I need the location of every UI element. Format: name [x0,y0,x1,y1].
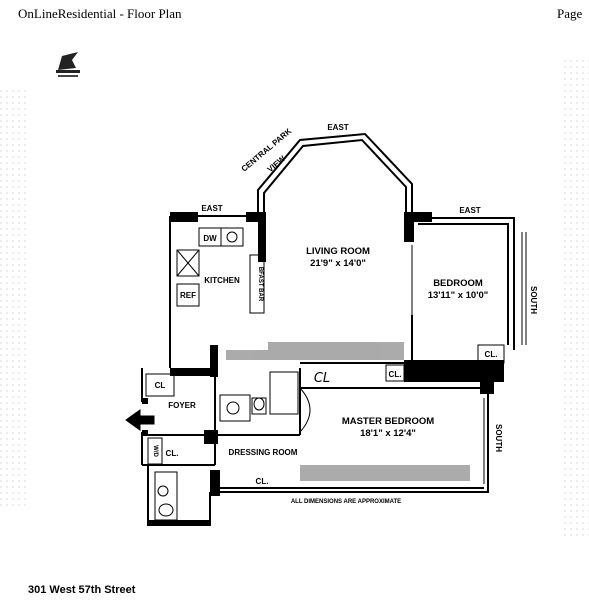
wd-closet-label: CL. [166,449,179,458]
washer-dryer-label: W/D [152,445,158,457]
kitchen-name: KITCHEN [204,276,240,285]
breakfast-bar-label: BFAST BAR [257,267,263,302]
page-title: OnLineResidential - Floor Plan [18,6,182,21]
bedroom-south-label: SOUTH [529,286,538,314]
foyer-closet-label: CL [155,381,166,390]
page-label: Page [557,6,583,21]
master-bedroom-name: MASTER BEDROOM [342,416,434,427]
bedroom-east-label: EAST [459,206,480,215]
dressing-room-name: DRESSING ROOM [229,448,298,457]
master-south-label: SOUTH [494,424,503,452]
view-label-2: VIEW [266,154,288,174]
dressing-closet-label: CL. [256,477,269,486]
approximate-note: ALL DIMENSIONS ARE APPROXIMATE [291,499,401,505]
foyer-name: FOYER [168,401,196,410]
kitchen-east-label: EAST [201,204,222,213]
bedroom-dims: 13'11" x 10'0" [428,290,489,301]
entry-arrow-icon [125,409,155,431]
bedroom-closet-label: CL. [485,350,498,359]
hall-closet-handwritten: CL [314,371,330,386]
hall-closet-label: CL. [389,370,402,379]
dishwasher-label: DW [203,234,217,243]
property-address: 301 West 57th Street [28,584,136,596]
refrigerator-label: REF [180,291,196,300]
living-room-name: LIVING ROOM [306,246,370,257]
bedroom-name: BEDROOM [433,278,483,289]
master-bedroom-dims: 18'1" x 12'4" [360,428,416,439]
living-east-label: EAST [327,123,348,132]
living-room-dims: 21'9" x 14'0" [310,258,366,269]
company-logo [56,52,80,77]
